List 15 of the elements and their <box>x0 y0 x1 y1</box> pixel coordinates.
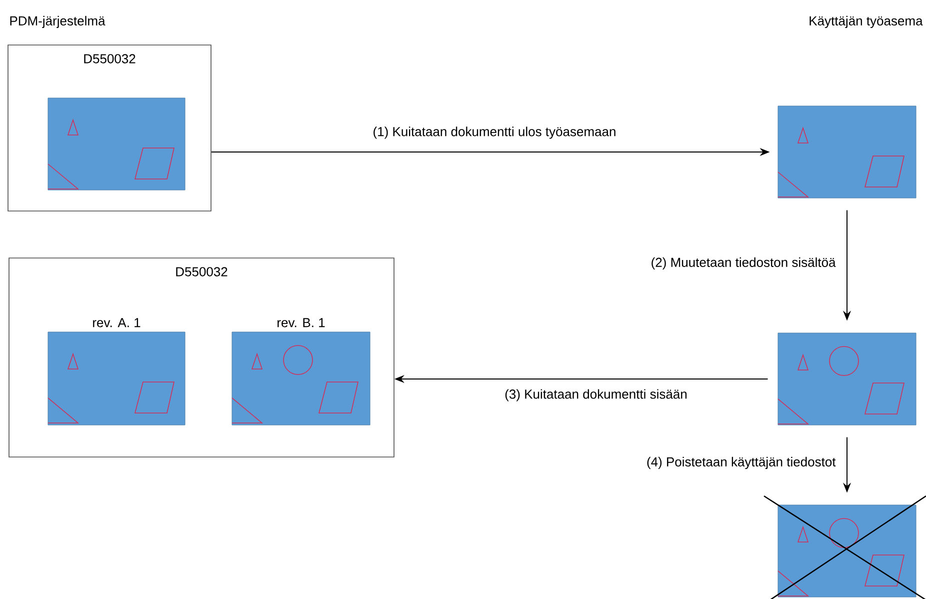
document-drawing <box>764 495 926 599</box>
section-heading: PDM-järjestelmä <box>10 16 106 28</box>
edge-label: (1) Kuitataan dokumentti ulos työasemaan <box>374 126 616 139</box>
node-label: rev. A. 1 <box>93 318 140 328</box>
node-label: rev. B. 1 <box>278 318 325 328</box>
section-heading: Käyttäjän työasema <box>810 16 923 28</box>
document-drawing <box>778 332 916 426</box>
document-drawing <box>48 98 186 190</box>
system-frame: D550032 <box>8 44 212 212</box>
edge-label: (2) Muutetaan tiedoston sisältöä <box>652 257 836 270</box>
document-drawing <box>778 106 916 198</box>
document-drawing: rev. B. 1 <box>232 318 370 426</box>
document-drawing: rev. A. 1 <box>48 318 186 426</box>
edge-label: (4) Poistetaan käyttäjän tiedostot <box>647 456 836 470</box>
edge-label: (3) Kuitataan dokumentti sisään <box>505 389 687 402</box>
